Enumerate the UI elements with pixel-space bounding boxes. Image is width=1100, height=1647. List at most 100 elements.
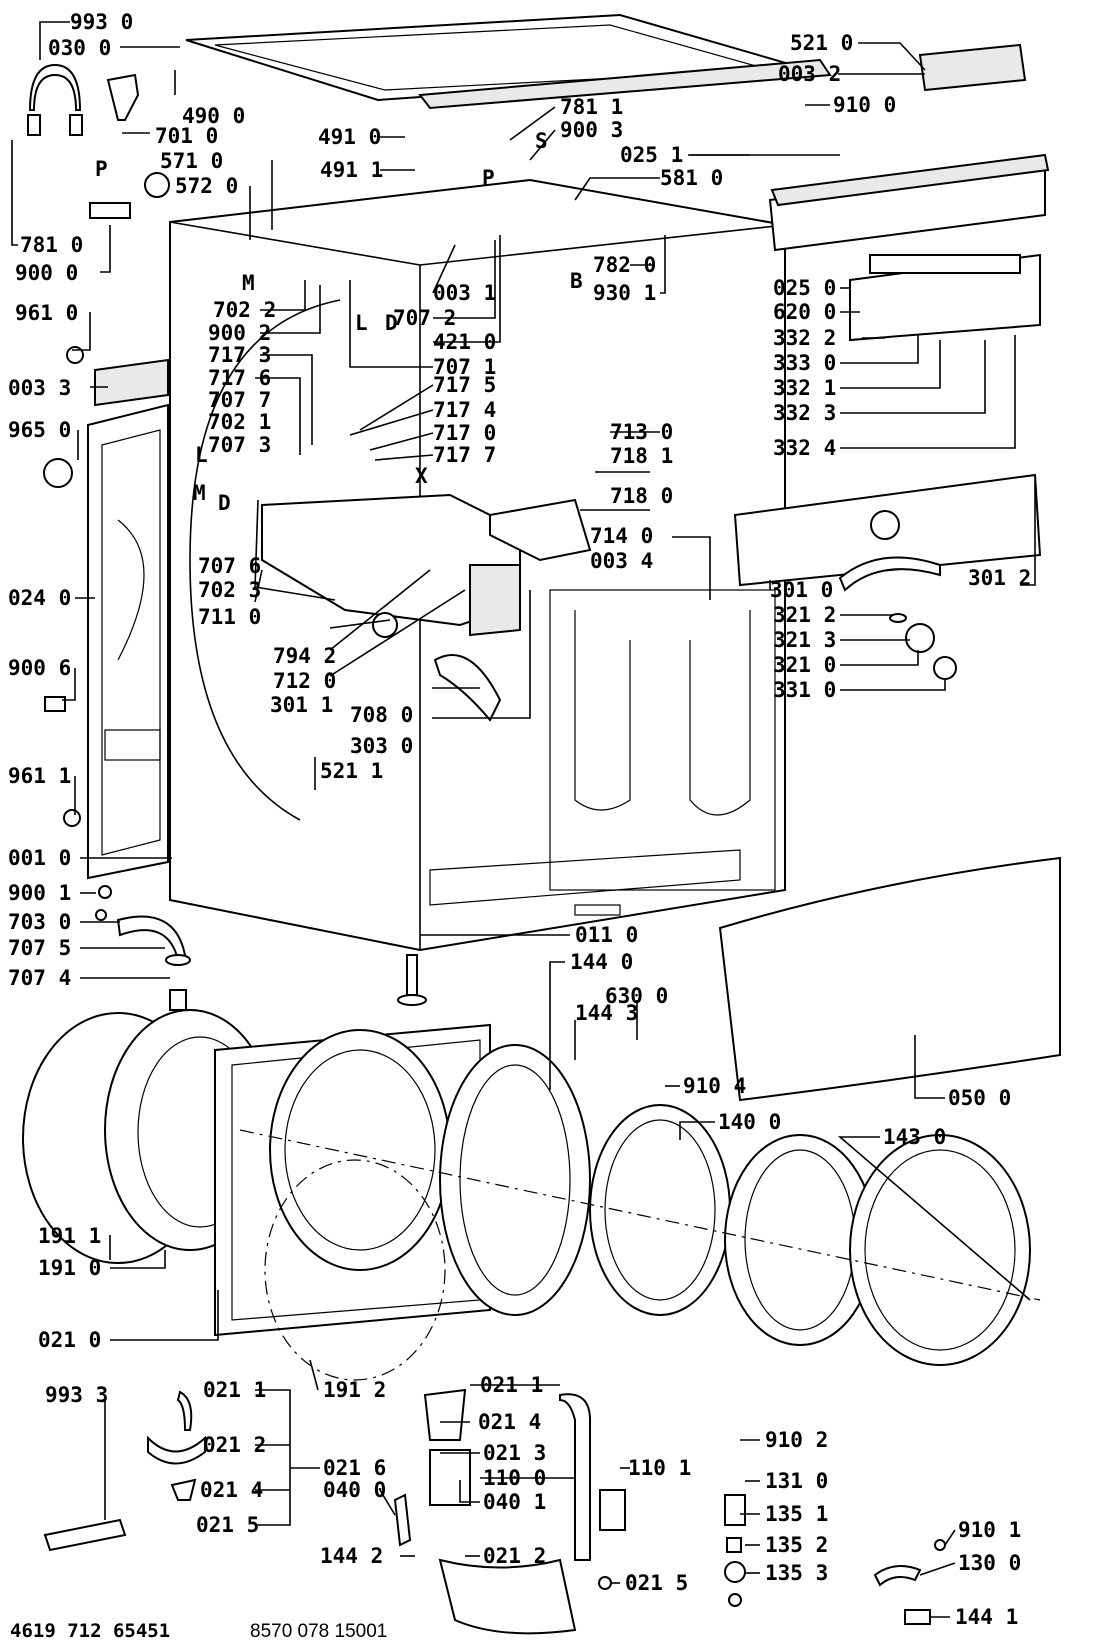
label-707-4: 707 4 [8, 966, 71, 990]
label-491-1: 491 1 [320, 158, 383, 182]
label-021-5-left: 021 5 [196, 1513, 259, 1537]
label-707-5: 707 5 [8, 936, 71, 960]
front-panel-drawing [214, 1023, 491, 1381]
label-910-4: 910 4 [683, 1074, 746, 1098]
label-021-2-left: 021 2 [203, 1433, 266, 1457]
label-144-1: 144 1 [955, 1605, 1018, 1629]
label-021-6: 021 6 [323, 1456, 386, 1480]
label-191-0: 191 0 [38, 1256, 101, 1280]
label-135-2: 135 2 [765, 1533, 828, 1557]
label-030-0: 030 0 [48, 36, 111, 60]
letter-m-top: M [242, 271, 255, 295]
footer-code-left: 4619 712 65451 [10, 1620, 170, 1642]
label-003-3: 003 3 [8, 376, 71, 400]
letter-d-lower: D [218, 491, 231, 515]
label-781-1: 781 1 [560, 95, 623, 119]
label-003-1: 003 1 [433, 281, 496, 305]
label-900-0: 900 0 [15, 261, 78, 285]
label-191-1: 191 1 [38, 1224, 101, 1248]
label-714-0: 714 0 [590, 524, 653, 548]
letter-p-left: P [95, 157, 108, 181]
label-321-0: 321 0 [773, 653, 836, 677]
label-040-0: 040 0 [323, 1478, 386, 1502]
label-961-0: 961 0 [15, 301, 78, 325]
label-707-7: 707 7 [208, 388, 271, 412]
label-718-0: 718 0 [610, 484, 673, 508]
label-024-0: 024 0 [8, 586, 71, 610]
letter-s: S [535, 129, 548, 153]
label-900-3: 900 3 [560, 118, 623, 142]
foot-drawing [397, 954, 427, 1006]
label-021-4-right: 021 4 [478, 1410, 541, 1434]
inlet-hose-drawing [116, 915, 187, 962]
label-900-1: 900 1 [8, 881, 71, 905]
label-961-1: 961 1 [8, 764, 71, 788]
label-321-3: 321 3 [773, 628, 836, 652]
part-drawings [22, 13, 1061, 1635]
letter-m-lower: M [193, 481, 206, 505]
letter-b: B [570, 269, 583, 293]
label-702-3: 702 3 [198, 578, 261, 602]
letter-l-lower: L [195, 443, 208, 467]
label-135-3: 135 3 [765, 1561, 828, 1585]
label-001-0: 001 0 [8, 846, 71, 870]
letter-l-top: L [355, 311, 368, 335]
label-332-1: 332 1 [773, 376, 836, 400]
label-144-2: 144 2 [320, 1544, 383, 1568]
label-130-0: 130 0 [958, 1551, 1021, 1575]
label-110-1: 110 1 [628, 1456, 691, 1480]
label-144-3: 144 3 [575, 1001, 638, 1025]
top-cover-drawing [185, 13, 832, 110]
label-003-2: 003 2 [778, 62, 841, 86]
letter-p-middle: P [482, 166, 495, 190]
label-701-0: 701 0 [155, 124, 218, 148]
label-333-0: 333 0 [773, 351, 836, 375]
label-707-6: 707 6 [198, 554, 261, 578]
label-717-0: 717 0 [433, 421, 496, 445]
label-718-1: 718 1 [610, 444, 673, 468]
side-panel-curve [189, 299, 341, 821]
label-050-0: 050 0 [948, 1086, 1011, 1110]
small-parts-bottom [43, 1388, 946, 1635]
label-900-2: 900 2 [208, 321, 271, 345]
label-021-2-right: 021 2 [483, 1544, 546, 1568]
label-702-2: 702 2 [213, 298, 276, 322]
label-713-0: 713 0 [610, 420, 673, 444]
label-521-0: 521 0 [790, 31, 853, 55]
label-301-0: 301 0 [770, 578, 833, 602]
label-021-0: 021 0 [38, 1328, 101, 1352]
label-910-0: 910 0 [833, 93, 896, 117]
part-labels: 993 0 030 0 490 0 701 0 571 0 572 0 781 … [8, 10, 1031, 1629]
control-panel-drawing [733, 473, 1042, 680]
connection-letters: P P S M M L L D D B X [95, 129, 583, 515]
label-143-0: 143 0 [883, 1125, 946, 1149]
rear-panel-drawing [87, 358, 169, 880]
footer-code-right: 8570 078 15001 [250, 1621, 387, 1642]
label-712-0: 712 0 [273, 669, 336, 693]
label-620-0: 620 0 [773, 300, 836, 324]
leader-lines [11, 21, 1036, 1618]
label-900-6: 900 6 [8, 656, 71, 680]
label-331-0: 331 0 [773, 678, 836, 702]
label-717-7: 717 7 [433, 443, 496, 467]
label-490-0: 490 0 [182, 104, 245, 128]
label-110-0: 110 0 [483, 1466, 546, 1490]
label-707-3: 707 3 [208, 433, 271, 457]
label-011-0: 011 0 [575, 923, 638, 947]
label-332-4: 332 4 [773, 436, 836, 460]
label-717-3: 717 3 [208, 343, 271, 367]
label-191-2: 191 2 [323, 1378, 386, 1402]
label-781-0: 781 0 [20, 233, 83, 257]
electronics-drawing [768, 43, 1050, 342]
label-025-1: 025 1 [620, 143, 683, 167]
label-021-4-left: 021 4 [200, 1478, 263, 1502]
small-parts-top-left [27, 63, 170, 827]
label-581-0: 581 0 [660, 166, 723, 190]
label-965-0: 965 0 [8, 418, 71, 442]
label-025-0: 025 0 [773, 276, 836, 300]
label-702-1: 702 1 [208, 410, 271, 434]
label-782-0: 782 0 [593, 253, 656, 277]
label-717-5: 717 5 [433, 373, 496, 397]
door-ring-drawings [439, 1044, 1031, 1366]
